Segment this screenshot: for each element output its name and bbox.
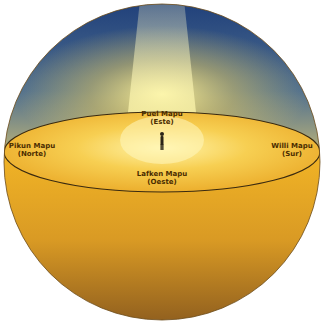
direction-label: Lafken Mapu (Oeste) (136, 170, 188, 186)
direction-label: Pikun Mapu (Norte) (6, 142, 58, 158)
direction-label: Willi Mapu (Sur) (266, 142, 318, 158)
direction-label: Puel Mapu (Este) (136, 110, 188, 126)
person-figure (160, 132, 164, 150)
